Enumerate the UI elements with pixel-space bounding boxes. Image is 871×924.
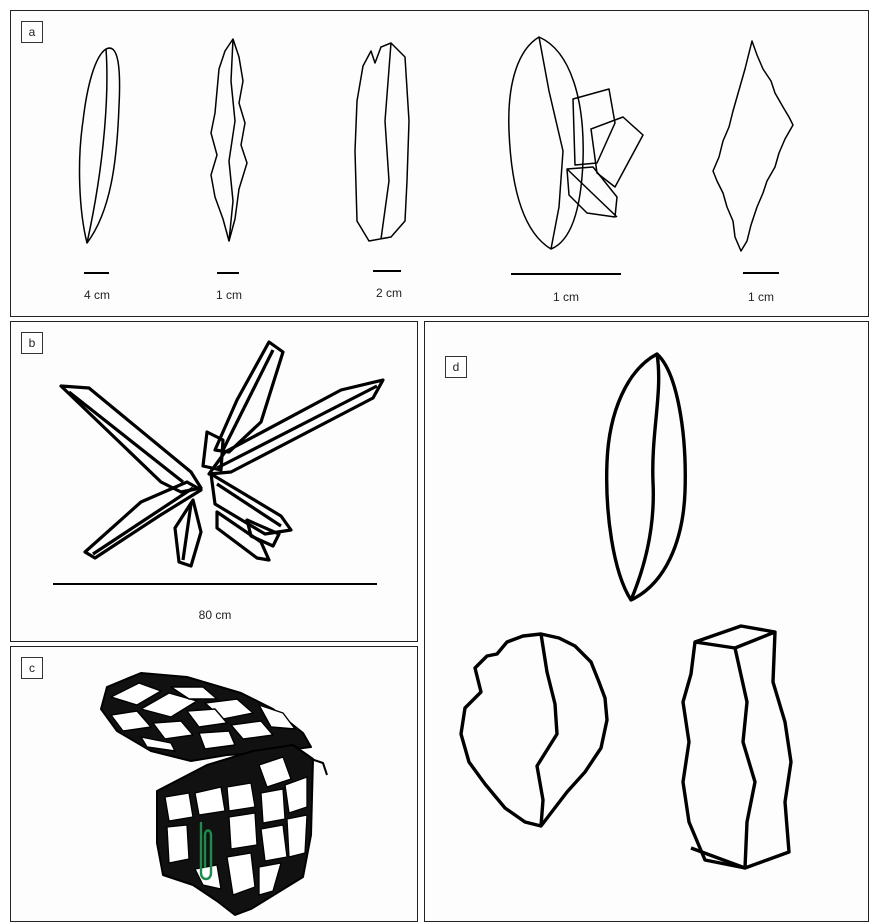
panel-c: c: [10, 646, 418, 922]
lens-crystal: [607, 354, 686, 600]
panel-d: d: [424, 321, 869, 922]
panel-a-drawing: 4 cm 1 cm 2 cm 1 cm 1 cm: [11, 11, 870, 318]
crystal-blade-1: [80, 48, 120, 243]
panel-c-drawing: [11, 647, 419, 923]
scale-label-1: 4 cm: [84, 288, 110, 302]
crystal-rhomb: [713, 41, 793, 251]
scale-label: 80 cm: [199, 608, 232, 622]
crystal-cluster: [509, 37, 643, 249]
scale-label-2: 1 cm: [216, 288, 242, 302]
crystal-blade-2: [211, 39, 247, 241]
crystal-column: [355, 43, 409, 241]
scale-label-4: 1 cm: [553, 290, 579, 304]
panel-b-drawing: 80 cm: [11, 322, 419, 643]
prismatic-block: [683, 626, 791, 868]
panel-b: b: [10, 321, 418, 642]
radiating-crystal-group: [61, 342, 383, 566]
panel-d-drawing: [425, 322, 870, 923]
scale-label-3: 2 cm: [376, 286, 402, 300]
lower-crystal-block: [157, 745, 313, 915]
scale-label-5: 1 cm: [748, 290, 774, 304]
rounded-crystal: [461, 634, 607, 826]
panel-a: a: [10, 10, 869, 317]
